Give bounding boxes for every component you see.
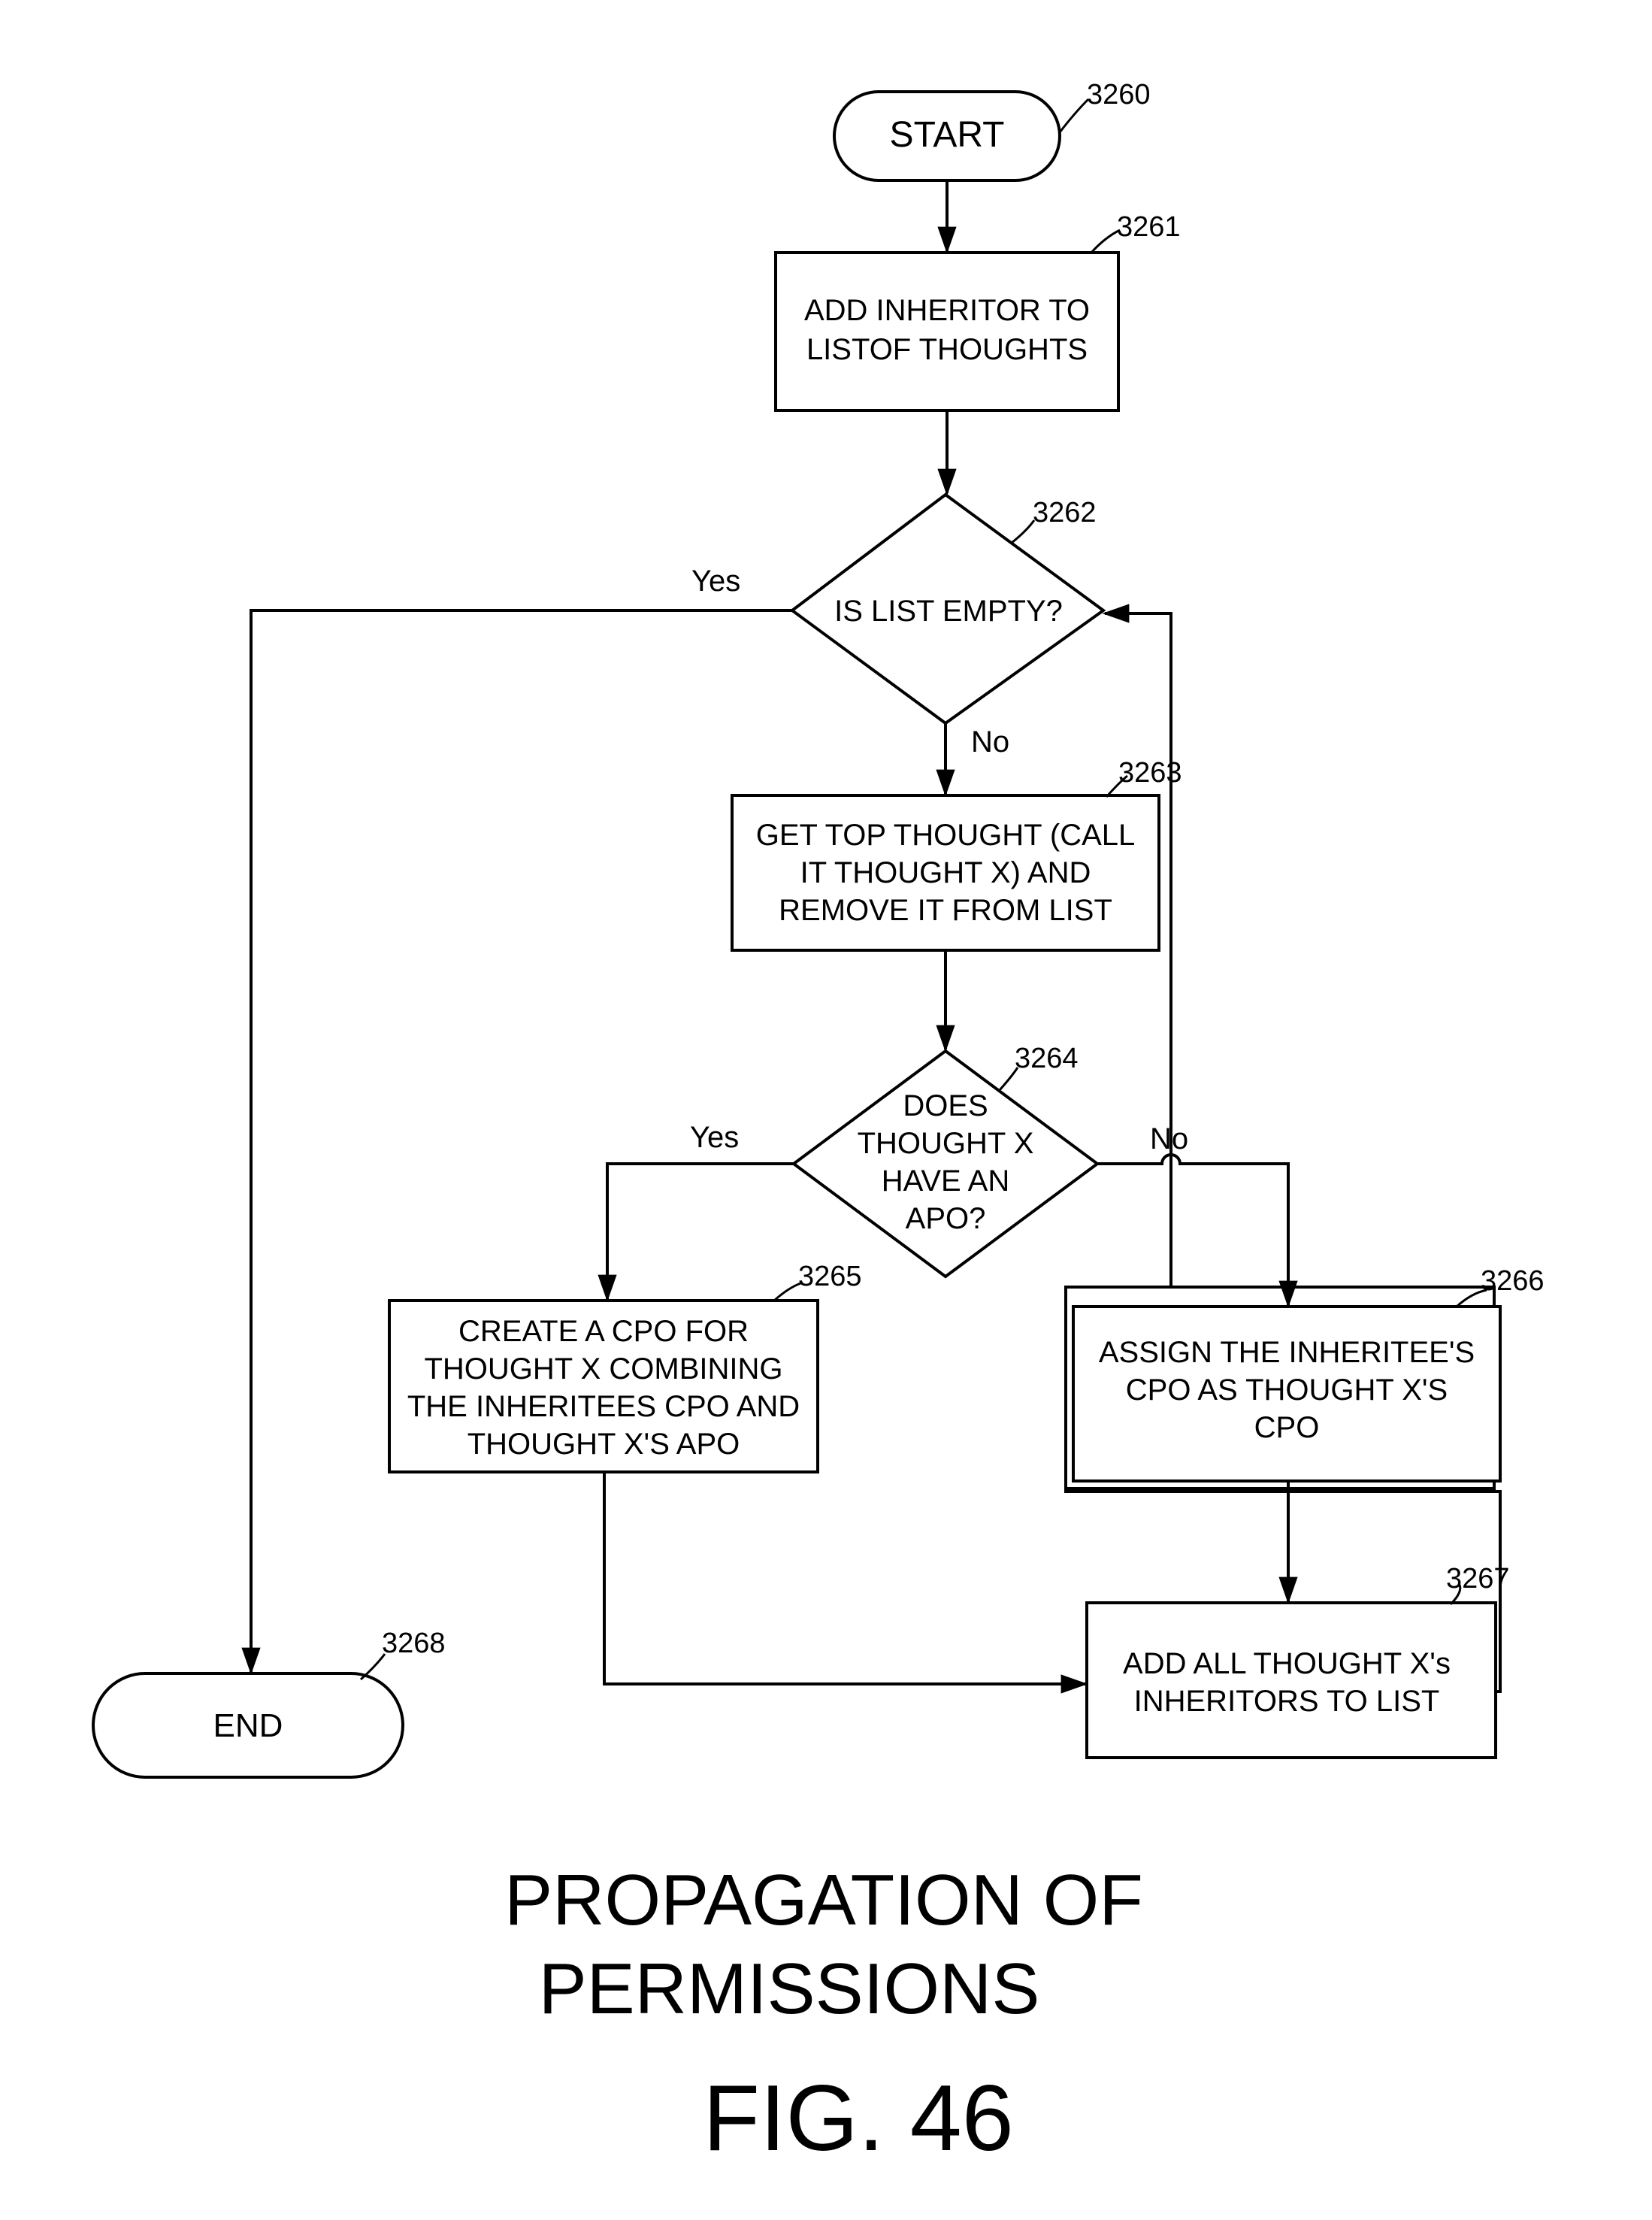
- node-add-all-inheritors-line-1: ADD ALL THOUGHT X's: [1123, 1647, 1451, 1680]
- ref-3264: 3264: [1015, 1043, 1079, 1074]
- edge-label-apo-no: No: [1150, 1122, 1188, 1155]
- node-start: START: [834, 92, 1060, 180]
- edge-label-empty-yes: Yes: [691, 565, 740, 598]
- edge-apo-yes-to-create-cpo: [607, 1164, 794, 1299]
- caption-line-1: PROPAGATION OF: [504, 1860, 1143, 1940]
- node-end-label: END: [213, 1707, 283, 1744]
- ref-3260: 3260: [1087, 79, 1151, 111]
- ref-3263: 3263: [1118, 757, 1182, 789]
- node-create-cpo: CREATE A CPO FOR THOUGHT X COMBINING THE…: [389, 1301, 818, 1472]
- node-get-top-thought-line-3: REMOVE IT FROM LIST: [779, 894, 1112, 927]
- node-does-have-apo-line-2: THOUGHT X: [858, 1127, 1034, 1160]
- node-assign-cpo-line-2: CPO AS THOUGHT X'S: [1126, 1373, 1448, 1407]
- node-get-top-thought: GET TOP THOUGHT (CALL IT THOUGHT X) AND …: [732, 795, 1159, 950]
- ref-3262: 3262: [1033, 497, 1097, 528]
- ref-3266: 3266: [1481, 1265, 1545, 1297]
- figure-label: FIG. 46: [703, 2067, 1013, 2170]
- node-does-have-apo-line-1: DOES: [903, 1089, 988, 1122]
- node-create-cpo-line-1: CREATE A CPO FOR: [458, 1315, 749, 1348]
- node-does-have-apo-line-3: HAVE AN: [882, 1165, 1009, 1198]
- node-create-cpo-line-2: THOUGHT X COMBINING: [424, 1352, 782, 1386]
- node-get-top-thought-line-2: IT THOUGHT X) AND: [800, 856, 1091, 889]
- node-start-label: START: [890, 115, 1005, 155]
- node-add-all-inheritors: ADD ALL THOUGHT X's INHERITORS TO LIST: [1087, 1603, 1496, 1758]
- node-is-list-empty: IS LIST EMPTY?: [792, 495, 1103, 723]
- node-assign-cpo-line-3: CPO: [1254, 1411, 1320, 1444]
- node-assign-cpo: ASSIGN THE INHERITEE'S CPO AS THOUGHT X'…: [1066, 1287, 1500, 1489]
- edge-label-empty-no: No: [971, 725, 1009, 759]
- node-add-inheritor: ADD INHERITOR TO LISTOF THOUGHTS: [776, 253, 1118, 410]
- node-get-top-thought-line-1: GET TOP THOUGHT (CALL: [756, 819, 1136, 852]
- edge-label-apo-yes: Yes: [690, 1121, 739, 1154]
- edge-apo-no-to-assign-cpo: [1097, 1155, 1288, 1305]
- node-does-have-apo: DOES THOUGHT X HAVE AN APO?: [794, 1051, 1097, 1277]
- node-is-list-empty-label: IS LIST EMPTY?: [834, 595, 1063, 628]
- node-add-all-inheritors-line-2: INHERITORS TO LIST: [1134, 1685, 1440, 1718]
- node-end: END: [93, 1673, 403, 1777]
- node-add-inheritor-line-2: LISTOF THOUGHTS: [806, 333, 1088, 366]
- edge-create-cpo-to-add-all: [604, 1472, 1085, 1684]
- ref-3268: 3268: [382, 1628, 446, 1659]
- node-does-have-apo-line-4: APO?: [906, 1202, 986, 1235]
- node-create-cpo-line-3: THE INHERITEES CPO AND: [407, 1390, 800, 1423]
- caption-line-2: PERMISSIONS: [539, 1949, 1040, 2029]
- ref-3261: 3261: [1117, 211, 1181, 243]
- ref-3265: 3265: [798, 1261, 862, 1292]
- ref-3267: 3267: [1446, 1563, 1510, 1595]
- node-add-inheritor-line-1: ADD INHERITOR TO: [804, 294, 1090, 327]
- node-create-cpo-line-4: THOUGHT X'S APO: [467, 1428, 740, 1461]
- node-assign-cpo-line-1: ASSIGN THE INHERITEE'S: [1099, 1336, 1475, 1369]
